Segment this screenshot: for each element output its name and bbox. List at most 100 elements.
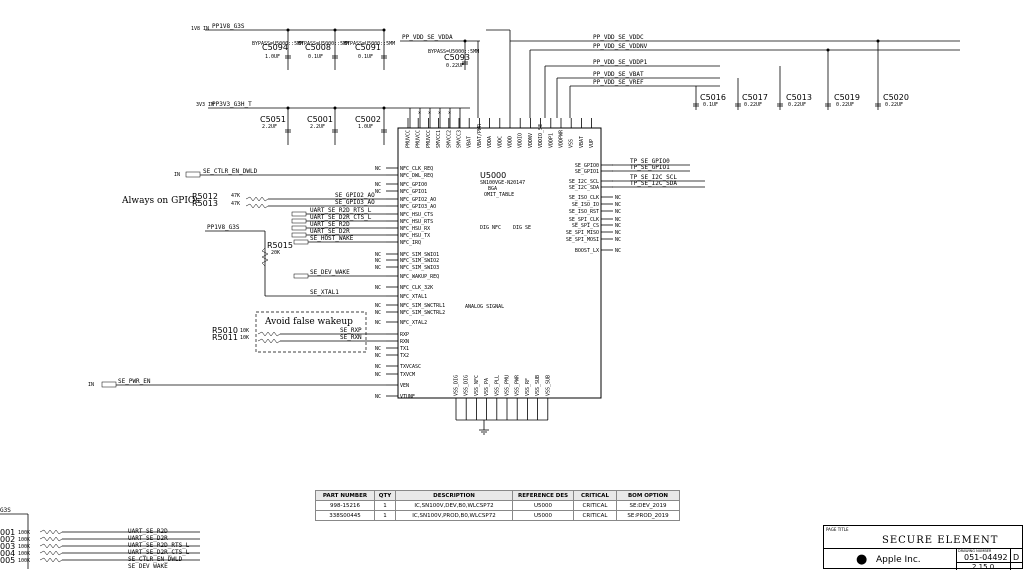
pin-label: NFC_SIM_SWIO3	[400, 265, 439, 271]
net-label: UART_SE_D2R_CTS_L	[128, 549, 190, 556]
pin-label: TXVCASC	[400, 364, 421, 370]
net-tp-gpio1: TP_SE_GPIO1	[630, 164, 670, 171]
chip-part: SN100VGE-N20147	[480, 180, 525, 186]
pin-label: NFC_WAKUP_REQ	[400, 274, 439, 280]
res-val: 100K	[18, 551, 30, 557]
nc-x-icon: ✕	[438, 110, 441, 116]
nc-label: NC	[615, 195, 621, 201]
res-ref: R5013	[192, 199, 218, 208]
cap-ref: C5016	[700, 93, 726, 102]
top-cap-bank: 1V8 IN PP1V8_G3S BYPASS=U5000::5MM BYPAS…	[191, 23, 395, 70]
bom-header: BOM OPTION	[616, 490, 680, 501]
pin-label: VTUNE	[400, 394, 415, 400]
pin-label: NFC_SIM_SWIO2	[400, 258, 439, 264]
bom-header: QTY	[374, 490, 396, 501]
pin-label: TX1	[400, 346, 409, 352]
nc-label: NC	[375, 252, 381, 258]
page-title-label: PAGE TITLE	[826, 527, 849, 532]
pin-label: NFC_HSU_RX	[400, 226, 430, 232]
cap-ref: C5093	[444, 53, 470, 62]
pin-label: NFC_SIM_SWCTRL1	[400, 303, 445, 309]
cap-ref: C5008	[305, 43, 331, 52]
pin-label: SMVCC1	[436, 130, 442, 148]
note-wakeup: Avoid false wakeup	[264, 317, 353, 327]
ic-u5000: U5000 SN100VGE-N20147 BGA OMIT_TABLE DIG…	[375, 110, 621, 420]
pin-label: VSS	[569, 139, 575, 148]
pin-label: NFC_HSU_TX	[400, 233, 430, 239]
net-d2r: UART_SE_D2R	[310, 228, 350, 235]
cap-val: 0.1UF	[308, 54, 323, 60]
right-nets: TP_SE_GPIO0 TP_SE_GPIO1 TP_SE_I2C_SCL TP…	[612, 158, 705, 188]
pin-label: SE_SPI_MISO	[566, 230, 599, 236]
svg-text:BYPASS=U5000::5MM: BYPASS=U5000::5MM	[428, 49, 479, 55]
cap-val: 0.22UF	[446, 63, 464, 69]
cap-ref: C5020	[883, 93, 909, 102]
bom-table: PART NUMBER QTY DESCRIPTION REFERENCE DE…	[315, 490, 680, 521]
cap-val: 0.1UF	[703, 102, 718, 108]
pin-label: VDDP1	[548, 133, 554, 148]
nc-x-icon: ✕	[428, 110, 431, 116]
pin-label: VSS_DIG	[454, 375, 460, 396]
res-val: 100K	[18, 530, 30, 536]
cap-ref: C5002	[355, 115, 381, 124]
net-label: UART_SE_R2D	[128, 528, 168, 535]
net-tp-scl: TP_SE_I2C_SCL	[630, 174, 677, 181]
nc-label: NC	[615, 202, 621, 208]
pin-label: VSS_PMU	[505, 375, 511, 396]
net-r2d: UART_SE_R2D	[310, 221, 350, 228]
pin-label: NFC_GPIO0	[400, 182, 427, 188]
net-rxp: SE_RXP	[340, 327, 362, 334]
nc-label: NC	[375, 265, 381, 271]
res-ref: R5012	[192, 192, 218, 201]
cap-ref: C5001	[307, 115, 333, 124]
inner-dig-nfc: DIG NFC	[480, 225, 501, 231]
vdda-rail: PP_VDD_SE_VDDA BYPASS=U5000::5MM C5093 0…	[400, 34, 480, 118]
chip-sub1: BGA	[488, 186, 497, 192]
nc-label: NC	[375, 346, 381, 352]
pin-label: VSS_SUB	[545, 375, 551, 396]
cap-ref: C5013	[786, 93, 812, 102]
pin-label: VDDPWR	[559, 129, 565, 148]
nc-label: NC	[375, 372, 381, 378]
res-ref: 002	[0, 535, 15, 544]
pin-label: VDDD	[508, 136, 514, 148]
note-gpio: Always on GPIOs	[121, 196, 200, 206]
pin-label: VSS_RF	[525, 378, 531, 396]
cap-val: 2.2UF	[262, 124, 277, 130]
pin-label: VBAT/PWR	[477, 123, 483, 148]
res-ref: 004	[0, 549, 15, 558]
apple-logo-icon: ●	[856, 552, 868, 567]
pin-label: NFC_IRQ	[400, 240, 421, 246]
pin-label: SE_ISO_CLK	[569, 195, 599, 201]
nc-label: NC	[615, 217, 621, 223]
inner-dig-se: DIG SE	[513, 225, 531, 231]
drawing-number: 051-04492	[964, 553, 1008, 562]
pin-label: SE_I2C_SDA	[569, 185, 599, 191]
net-tp-gpio0: TP_SE_GPIO0	[630, 158, 670, 165]
nc-label: NC	[615, 223, 621, 229]
pin-label: NFC_GPIO3_AO	[400, 204, 436, 210]
pin-label: VSS_SUB	[535, 375, 541, 396]
nc-label: NC	[375, 258, 381, 264]
pin-label: VSS_PA	[484, 378, 490, 396]
rail-vdda: PP_VDD_SE_VDDA	[402, 34, 453, 41]
nc-x-icon: ✕	[448, 110, 451, 116]
net-tp-sda: TP_SE_I2C_SDA	[630, 180, 677, 187]
pin-label: VDDIO	[518, 133, 524, 148]
pin-label: VSS_DIG	[464, 375, 470, 396]
cap-ref: C5019	[834, 93, 860, 102]
svg-text:IN: IN	[174, 172, 180, 178]
title-block: PAGE TITLE SECURE ELEMENT ● Apple Inc. D…	[823, 525, 1023, 571]
pin-label: SE_ISO_IO	[572, 202, 599, 208]
nc-label: NC	[615, 209, 621, 215]
revision: D	[1013, 553, 1020, 562]
chip-sub2: OMIT_TABLE	[484, 192, 514, 198]
pin-label: SE_GPIO1	[575, 169, 599, 175]
svg-text:BYPASS=U5000::5MM: BYPASS=U5000::5MM	[298, 41, 349, 47]
cap-val: 0.22UF	[788, 102, 806, 108]
net-dev-wake: SE_DEV_WAKE	[310, 269, 350, 276]
cap-ref: C5017	[742, 93, 768, 102]
pin-label: NFC_HSU_CTS	[400, 212, 433, 218]
pin-label: VDDA	[487, 136, 493, 148]
pin-label: NFC_CLK_REQ	[400, 166, 433, 172]
